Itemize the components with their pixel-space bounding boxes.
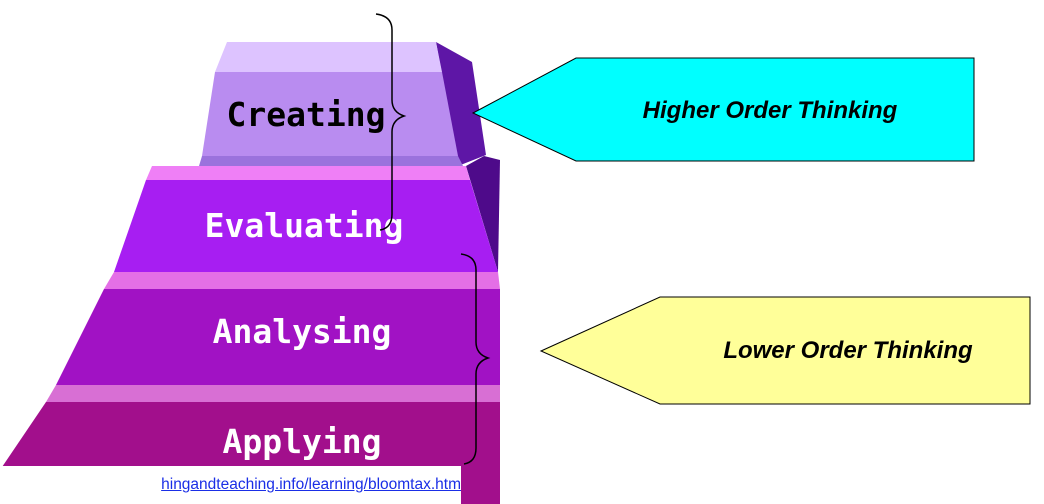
level-label-applying: Applying bbox=[223, 422, 382, 461]
level-label-analysing: Analysing bbox=[213, 312, 392, 351]
pyramid-level-evaluating bbox=[114, 180, 498, 272]
creating-base-edge bbox=[199, 156, 463, 166]
lower-order-callout-shape bbox=[539, 296, 1031, 405]
higher-order-brace bbox=[375, 13, 407, 231]
higher-order-callout-shape bbox=[471, 57, 975, 162]
creating-top-face bbox=[215, 42, 442, 72]
applying-top-face bbox=[46, 385, 500, 402]
analysing-top-face bbox=[104, 272, 500, 289]
lower-order-callout-text: Lower Order Thinking bbox=[723, 337, 973, 364]
creating-side-face bbox=[436, 42, 486, 166]
pyramid-level-analysing bbox=[56, 289, 500, 385]
level-label-creating: Creating bbox=[227, 95, 386, 134]
lower-order-brace bbox=[460, 253, 491, 465]
pyramid-level-creating bbox=[202, 72, 458, 156]
source-link[interactable]: hingandteaching.info/learning/bloomtax.h… bbox=[161, 476, 461, 493]
evaluating-top-face bbox=[146, 166, 470, 180]
evaluating-side-face bbox=[466, 156, 500, 272]
source-caption: hingandteaching.info/learning/bloomtax.h… bbox=[0, 466, 461, 504]
higher-order-callout-text: Higher Order Thinking bbox=[643, 97, 898, 124]
level-label-evaluating: Evaluating bbox=[205, 206, 404, 245]
